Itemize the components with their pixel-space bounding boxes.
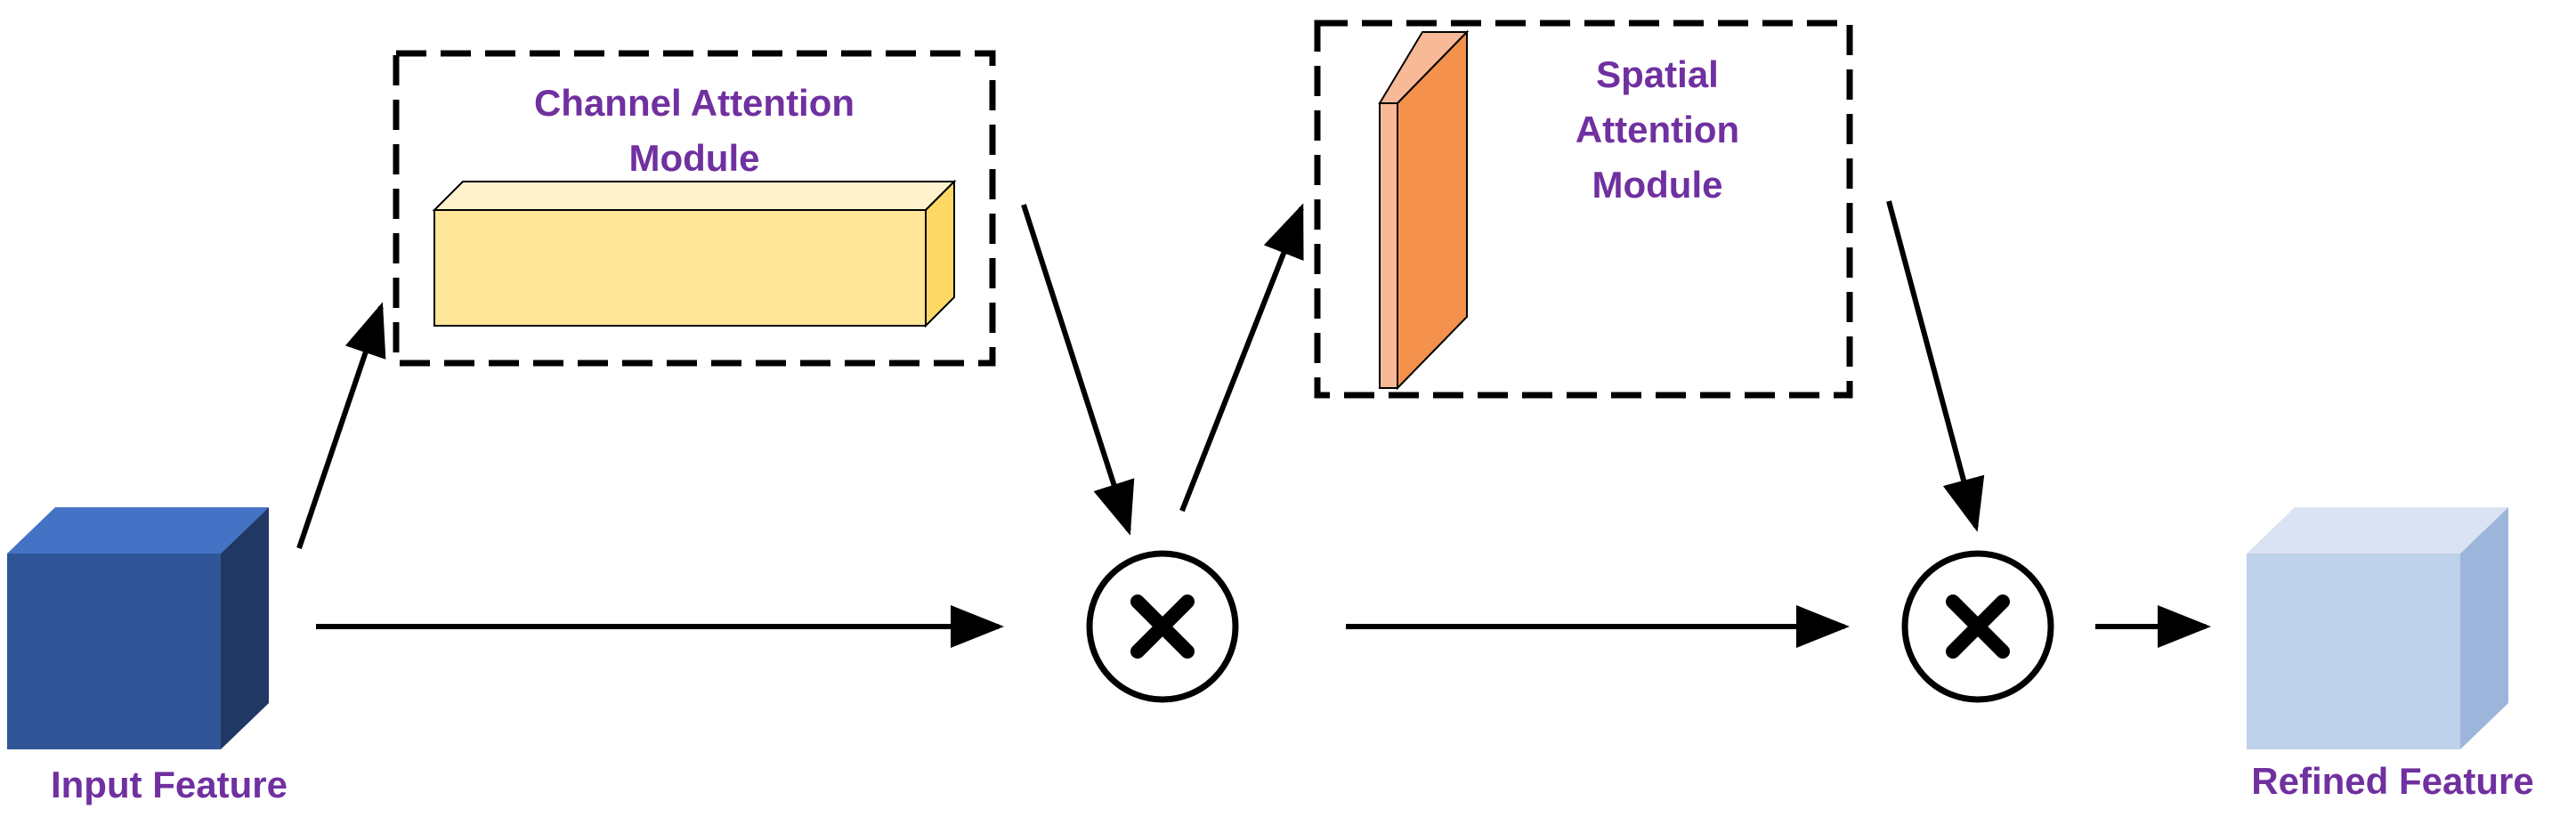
arrow-channel-to-multiply-1 <box>1021 204 1135 536</box>
spatial-plate-edge <box>1379 102 1398 389</box>
spatial-attention-plate <box>1378 29 1470 391</box>
spatial-attention-line3: Module <box>1592 164 1723 206</box>
spatial-attention-line2: Attention <box>1576 109 1739 150</box>
arrow-spatial-to-multiply-2 <box>1886 200 1985 532</box>
multiply-2-icon <box>1946 595 2010 659</box>
input-cube-top <box>7 507 269 554</box>
multiply-operator-1 <box>1086 550 1239 703</box>
arrows <box>296 200 2211 648</box>
input-feature-label: Input Feature <box>51 764 288 805</box>
spatial-attention-line1: Spatial <box>1596 53 1719 95</box>
output-cube-side <box>2460 507 2508 749</box>
output-cube-front <box>2247 554 2460 749</box>
channel-attention-title: Channel Attention <box>534 82 855 124</box>
multiply-operator-2 <box>1901 550 2054 703</box>
output-cube-top <box>2247 507 2508 554</box>
channel-attention-subtitle: Module <box>629 137 760 179</box>
channel-attention-bar <box>432 179 957 328</box>
multiply-1-icon <box>1130 595 1195 659</box>
input-cube-side <box>221 507 269 749</box>
refined-feature-cube <box>2247 507 2508 749</box>
input-cube-front <box>7 554 221 749</box>
spatial-attention-box <box>1314 20 1853 399</box>
channel-attention-box <box>393 50 996 367</box>
arrow-multiply-1-to-spatial <box>1179 203 1304 513</box>
input-feature-cube <box>7 507 269 749</box>
channel-bar-top <box>432 181 957 211</box>
arrow-input-to-channel <box>296 302 386 549</box>
channel-bar-front <box>433 209 927 327</box>
refined-feature-label: Refined Feature <box>2251 760 2533 802</box>
